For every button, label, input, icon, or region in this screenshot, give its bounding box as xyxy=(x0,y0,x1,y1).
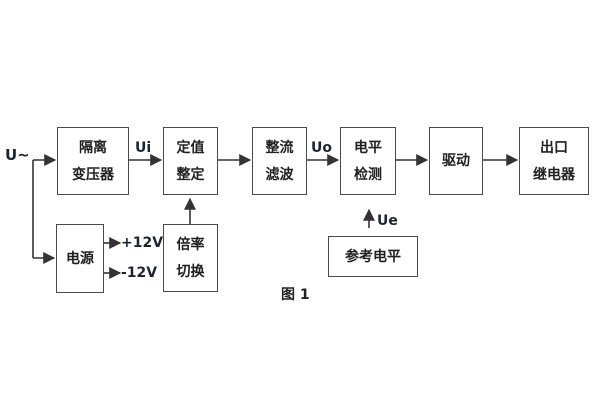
signal-label-minus12v: -12V xyxy=(121,265,158,281)
block-label: 电源 xyxy=(66,250,94,267)
signal-label-plus12v: +12V xyxy=(121,235,164,251)
block-isolation-transformer: 隔离 变压器 xyxy=(57,127,129,195)
block-label: 变压器 xyxy=(72,166,114,183)
signal-label-ui: Ui xyxy=(135,140,152,156)
block-label: 倍率 xyxy=(176,236,205,253)
block-label: 驱动 xyxy=(442,153,470,169)
block-rectifier-filter: 整流 滤波 xyxy=(252,127,307,195)
block-label: 隔离 xyxy=(79,139,107,156)
block-reference-level: 参考电平 xyxy=(328,236,418,277)
block-label: 参考电平 xyxy=(345,248,401,265)
block-power-supply: 电源 xyxy=(56,224,104,293)
block-label: 切换 xyxy=(176,263,205,280)
block-label: 电平 xyxy=(354,139,382,156)
block-level-detection: 电平 检测 xyxy=(340,127,396,195)
block-label: 检测 xyxy=(354,166,382,183)
block-label: 滤波 xyxy=(265,166,294,183)
block-ratio-switch: 倍率 切换 xyxy=(163,224,218,292)
block-label: 整流 xyxy=(265,139,294,156)
block-label: 出口 xyxy=(540,139,568,156)
signal-label-uo: Uo xyxy=(311,140,332,156)
signal-label-ue: Ue xyxy=(377,213,398,229)
block-value-setting: 定值 整定 xyxy=(163,127,218,195)
block-label: 定值 xyxy=(176,139,205,156)
block-drive: 驱动 xyxy=(429,127,483,195)
block-output-relay: 出口 继电器 xyxy=(519,127,589,195)
block-label: 整定 xyxy=(176,166,205,183)
signal-label-input-u: U~ xyxy=(5,146,30,164)
block-label: 继电器 xyxy=(533,166,575,183)
figure-caption: 图 1 xyxy=(281,287,310,303)
